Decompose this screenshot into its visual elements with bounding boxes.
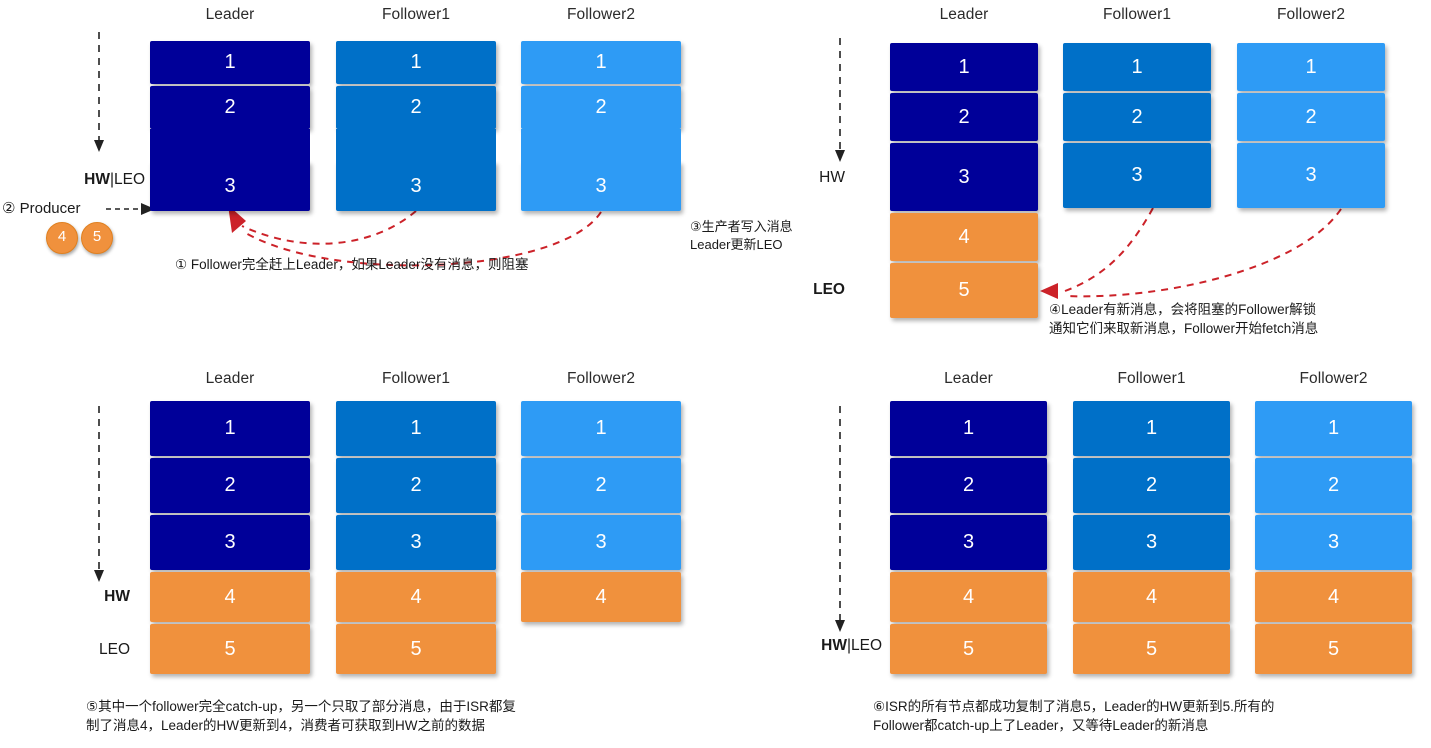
panel2-fetch-arrows: [1040, 207, 1342, 299]
panel2-follower2-block-2: 2: [1237, 93, 1385, 141]
panel3-column-title-leader: Leader: [205, 370, 255, 387]
panel2-leader-block-4: 4: [890, 213, 1038, 261]
panel1-leo-part: |LEO: [109, 171, 145, 188]
panel4-follower2-block-3: 3: [1255, 515, 1412, 570]
panel4-offset-axis: [835, 406, 845, 632]
panel1-column-title-leader: Leader: [205, 6, 255, 23]
panel4-leader-block-4: 4: [890, 572, 1047, 622]
panel2-follower2-block-3: 3: [1237, 143, 1385, 208]
panel2-column-title-leader: Leader: [939, 6, 989, 23]
panel2-leader-block-1: 1: [890, 43, 1038, 91]
panel2-follower1-block-1: 1: [1063, 43, 1211, 91]
panel2-column-title-follower2: Follower2: [1276, 6, 1346, 23]
panel3-column-title-follower2: Follower2: [566, 370, 636, 387]
panel1-leader-block-1: 1: [150, 41, 310, 84]
panel3-follower2-block-4: 4: [521, 572, 681, 622]
panel1-producer-label: ② Producer: [2, 200, 81, 217]
panel3-leo-label: LEO: [98, 641, 130, 658]
panel4-follower2-block-4: 4: [1255, 572, 1412, 622]
panel3-leader-block-5: 5: [150, 624, 310, 674]
panel1-follower2-block-2: 2: [521, 86, 681, 129]
panel3-follower2-block-1: 1: [521, 401, 681, 456]
panel4-follower1-block-5: 5: [1073, 624, 1230, 674]
panel2-follower1-block-2: 2: [1063, 93, 1211, 141]
panel3-follower2-block-3: 3: [521, 515, 681, 570]
panel3-follower1-block-5: 5: [336, 624, 496, 674]
panel2-caption: ④Leader有新消息，会将阻塞的Follower解锁 通知它们来取新消息，Fo…: [1049, 302, 1319, 336]
panel4-follower1-block-2: 2: [1073, 458, 1230, 513]
panel1-follower1-block-1: 1: [336, 41, 496, 84]
panel2-hw-label: HW: [819, 169, 845, 186]
panel3-follower1-block-1: 1: [336, 401, 496, 456]
panel1-caption: ① Follower完全赶上Leader，如果Leader没有消息，则阻塞: [175, 257, 529, 272]
panel3-follower1-block-2: 2: [336, 458, 496, 513]
panel1-follower2-block-1: 1: [521, 41, 681, 84]
panel4-follower1-block-3: 3: [1073, 515, 1230, 570]
panel4-leader-block-2: 2: [890, 458, 1047, 513]
panel3-leader-block-3: 3: [150, 515, 310, 570]
panel1-follower2-block-2-extend: [521, 129, 681, 163]
panel2-leo-label: LEO: [813, 281, 845, 298]
panel1-leader-block-2: 2: [150, 86, 310, 129]
panel4-column-title-follower1: Follower1: [1117, 370, 1186, 387]
panel4-hw-leo-label: HW|LEO: [730, 637, 882, 655]
panel2-follower2-block-1: 1: [1237, 43, 1385, 91]
panel3-follower2-block-2: 2: [521, 458, 681, 513]
panel1-follower1-block-2-extend: [336, 129, 496, 163]
panel3-caption: ⑤其中一个follower完全catch-up，另一个只取了部分消息，由于ISR…: [86, 699, 516, 733]
panel3-follower1-block-3: 3: [336, 515, 496, 570]
panel1-producer-pending-5: 5: [81, 222, 113, 254]
panel3-leader-block-4: 4: [150, 572, 310, 622]
panel3-offset-axis: [94, 406, 104, 582]
panel2-leader-block-3: 3: [890, 143, 1038, 211]
panel4-follower1-block-1: 1: [1073, 401, 1230, 456]
panel4-column-title-leader: Leader: [944, 370, 993, 387]
panel1-producer-pending-4: 4: [46, 222, 78, 254]
panel4-leader-block-3: 3: [890, 515, 1047, 570]
panel4-follower2-block-5: 5: [1255, 624, 1412, 674]
panel4-follower2-block-2: 2: [1255, 458, 1412, 513]
panel1-column-title-follower1: Follower1: [381, 6, 451, 23]
panel3-leader-block-1: 1: [150, 401, 310, 456]
panel1-offset-axis: [94, 32, 104, 152]
panel2-leader-block-5: 5: [890, 263, 1038, 318]
panel2-leader-block-2: 2: [890, 93, 1038, 141]
panel2-column-title-follower1: Follower1: [1102, 6, 1172, 23]
panel3-column-title-follower1: Follower1: [381, 370, 451, 387]
panel1-follower1-block-3: 3: [336, 161, 496, 211]
panel4-leo-part: |LEO: [846, 637, 882, 654]
panel3-hw-label: HW: [104, 588, 130, 605]
panel3-leader-block-2: 2: [150, 458, 310, 513]
panel4-leader-block-1: 1: [890, 401, 1047, 456]
panel4-follower1-block-4: 4: [1073, 572, 1230, 622]
panel2-follower1-block-3: 3: [1063, 143, 1211, 208]
panel1-hw-leo-label: HW|LEO: [0, 171, 145, 189]
panel2-note: ③生产者写入消息 Leader更新LEO: [690, 219, 793, 252]
panel4-leader-block-5: 5: [890, 624, 1047, 674]
panel1-column-title-follower2: Follower2: [566, 6, 636, 23]
panel4-hw-part: HW: [821, 637, 847, 654]
panel4-column-title-follower2: Follower2: [1299, 370, 1368, 387]
panel3-follower1-block-4: 4: [336, 572, 496, 622]
panel2-offset-axis: [835, 38, 845, 162]
panel1-leader-block-3: 3: [150, 161, 310, 211]
panel1-producer-arrow: [106, 203, 155, 215]
panel4-caption: ⑥ISR的所有节点都成功复制了消息5，Leader的HW更新到5.所有的 Fol…: [873, 699, 1275, 733]
panel1-leader-block-2-extend: [150, 129, 310, 163]
panel1-follower1-block-2: 2: [336, 86, 496, 129]
panel1-hw-part: HW: [84, 171, 110, 188]
panel4-follower2-block-1: 1: [1255, 401, 1412, 456]
panel1-follower2-block-3: 3: [521, 161, 681, 211]
